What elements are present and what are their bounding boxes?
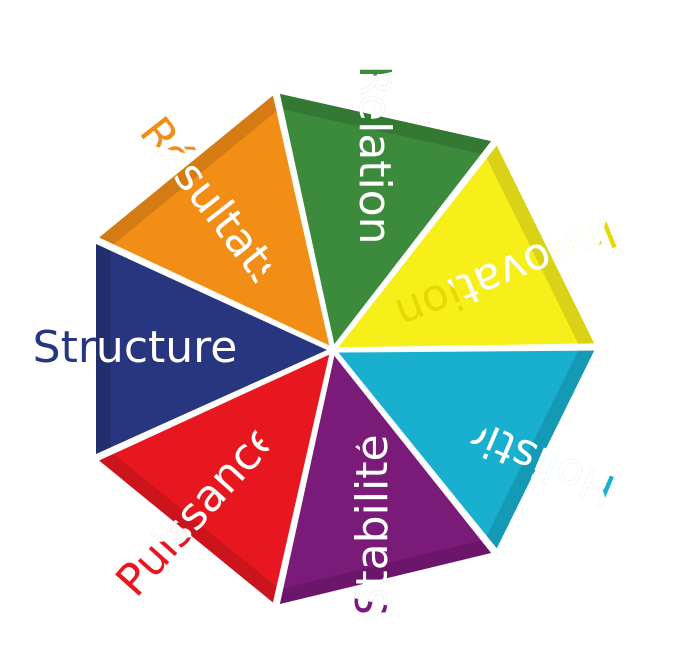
wheel-segments: [96, 93, 595, 605]
segment-label-stabilite: Stabilité: [347, 434, 398, 615]
wheel-segment-relation: [279, 93, 492, 345]
wheel-segment-stabilite: [279, 355, 492, 605]
segment-label-relation: Relation: [349, 65, 400, 244]
wheel-segment-holistique: [338, 350, 595, 549]
wheel-segment-puissance: [99, 354, 330, 603]
segment-bevel: [99, 453, 277, 603]
segment-bevel: [486, 350, 595, 549]
segment-bevel: [96, 244, 111, 454]
segment-bevel: [279, 540, 492, 605]
segment-bevel: [279, 93, 492, 154]
segment-label-structure: Structure: [33, 322, 238, 373]
wheel-segment-structure: [96, 244, 328, 454]
wheel-segment-innovation: [338, 145, 595, 348]
wheel-segment-resultats: [99, 95, 330, 346]
segment-label-stabilite: Stabilité: [347, 434, 398, 615]
segment-label-structure: Structure: [33, 322, 238, 373]
segment-bevel: [99, 95, 277, 245]
segment-bevel: [486, 145, 595, 344]
segment-label-relation: Relation: [349, 65, 400, 244]
